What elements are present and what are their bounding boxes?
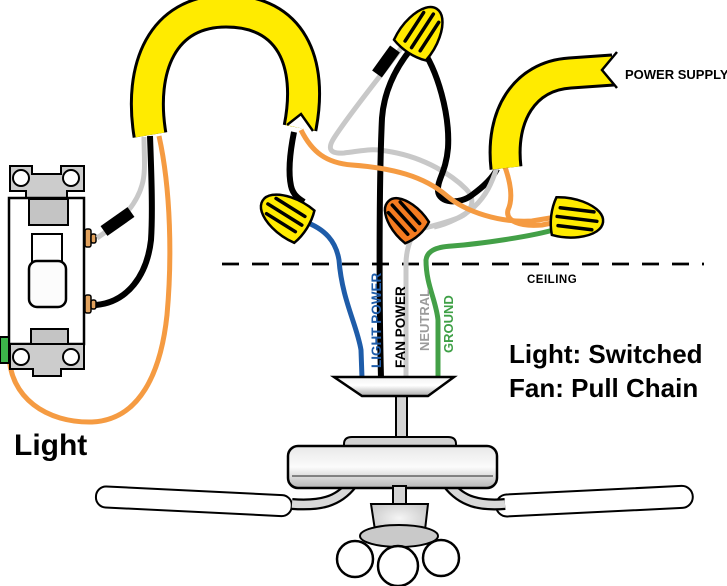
wire-label-fan-power: FAN POWER — [393, 286, 408, 368]
switch-toggle — [27, 259, 68, 309]
power-supply-label: POWER SUPPLY — [625, 67, 727, 82]
mounting-hole — [12, 348, 30, 366]
ground-screw — [0, 336, 10, 364]
switch-body-block-top — [28, 198, 69, 226]
note-light-switched: Light: Switched — [509, 339, 703, 369]
switch-body-block-bottom — [30, 328, 69, 345]
ceiling-fan — [94, 375, 694, 586]
switch-ground-wire — [6, 135, 173, 425]
light-globe-right — [421, 538, 461, 578]
wire-label-light-power: LIGHT POWER — [369, 273, 384, 368]
switched-leg-wire-black — [286, 131, 306, 205]
switch-toggle-frame — [31, 233, 63, 263]
mounting-hole — [62, 169, 80, 187]
switch-cable-sheath — [129, 0, 321, 138]
ceiling-label: CEILING — [527, 274, 577, 286]
switch-cable-ground-wire-orange — [298, 128, 557, 224]
ground-wire-green — [423, 226, 558, 378]
supply-ground-wire-orange — [502, 166, 558, 228]
supply-hot-wire-black — [417, 44, 500, 205]
wire-nut-light-power — [259, 193, 316, 245]
sheath-end-notch — [286, 112, 315, 132]
light-globe-center — [376, 544, 420, 586]
fan-motor-housing — [286, 444, 499, 490]
switch-caption: Light — [14, 429, 87, 462]
light-globe-left — [335, 539, 375, 579]
wall-switch — [0, 165, 97, 377]
sheath-end-notch — [600, 51, 618, 89]
power-supply-cable-sheath — [488, 51, 618, 170]
fan-canopy — [329, 375, 458, 398]
fan-downrod — [395, 391, 408, 439]
fan-blade-right — [494, 484, 694, 518]
terminal-screw-bottom — [84, 294, 92, 314]
light-power-wire-blue — [302, 218, 365, 379]
switch-leg-wire-black — [95, 135, 155, 308]
supply-neutral-wire-white — [433, 166, 500, 230]
black-tape-marker — [100, 207, 135, 236]
wire-nut-ground — [549, 195, 605, 239]
wire-nut-hot — [392, 5, 444, 62]
wire-nut-neutral — [383, 196, 431, 245]
black-tape-marker — [372, 45, 400, 78]
mounting-hole — [62, 348, 80, 366]
fan-blade-left — [94, 485, 293, 518]
wire-label-neutral: NEUTRAL — [417, 289, 432, 351]
terminal-screw-top-tip — [90, 233, 97, 244]
mounting-hole — [12, 169, 30, 187]
wire-label-ground: GROUND — [441, 295, 456, 353]
terminal-screw-bottom-tip — [90, 299, 97, 310]
light-kit-plate — [359, 524, 439, 548]
note-fan-pull-chain: Fan: Pull Chain — [509, 373, 698, 403]
fan-power-wire-black — [376, 47, 414, 379]
terminal-screw-top — [84, 228, 92, 248]
